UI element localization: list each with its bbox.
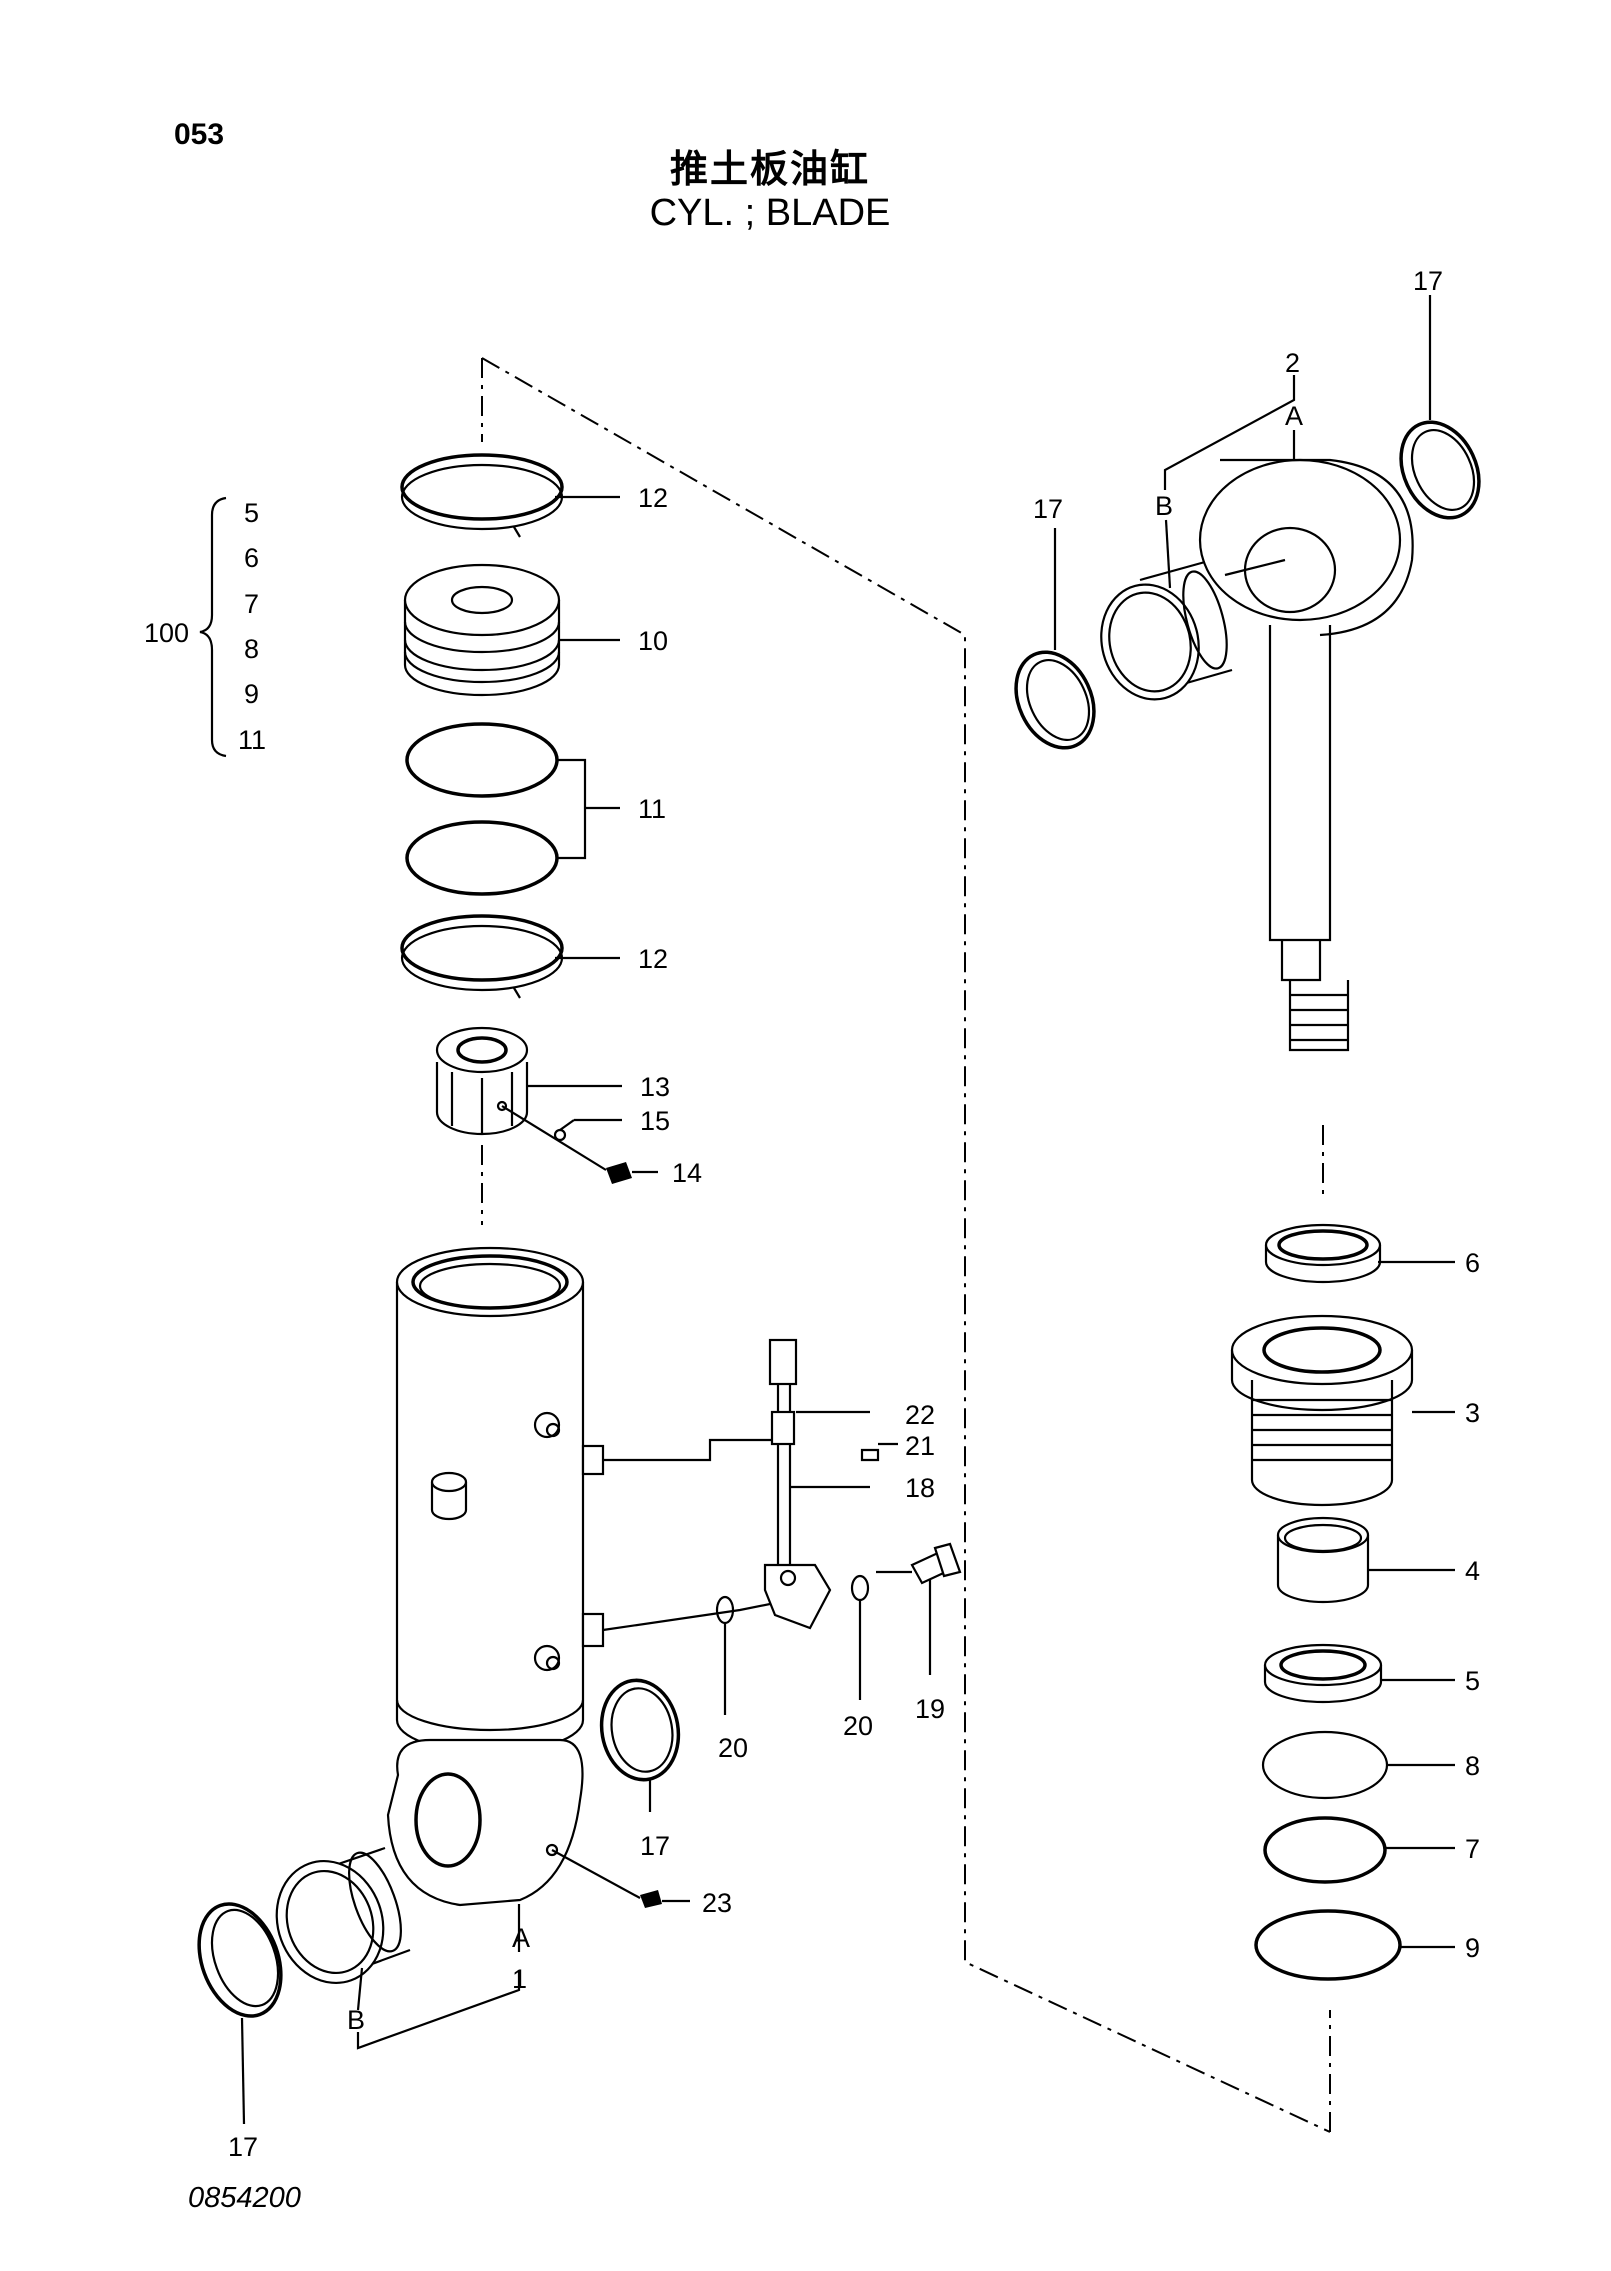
group-member-5: 5 <box>244 498 259 528</box>
wiper-17-lower-left <box>197 1902 283 2018</box>
callout-12-top: 12 <box>638 483 668 513</box>
callout-labels: 12 10 11 12 13 15 14 22 21 18 19 20 20 1… <box>228 266 1480 2162</box>
callout-b-upper: B <box>1155 491 1173 521</box>
callout-22: 22 <box>905 1400 935 1430</box>
piston-10 <box>403 563 561 697</box>
tube-18 <box>602 1338 880 1632</box>
lock-nut-13 <box>435 1026 529 1136</box>
page-number: 053 <box>174 118 225 151</box>
callout-b-lower: B <box>347 2005 365 2035</box>
callout-18: 18 <box>905 1473 935 1503</box>
callout-2: 2 <box>1285 348 1300 378</box>
wiper-17-lower-mid <box>599 1678 681 1782</box>
title-chinese: 推土板油缸 <box>669 149 870 191</box>
callout-23: 23 <box>702 1888 732 1918</box>
callout-11: 11 <box>638 794 666 824</box>
callout-17-lower-left: 17 <box>228 2132 258 2162</box>
group-bracket-100: 100 5 6 7 8 9 11 <box>144 496 266 758</box>
leader-lines <box>240 295 1455 2125</box>
callout-15: 15 <box>640 1106 670 1136</box>
callout-6: 6 <box>1465 1248 1480 1278</box>
dust-seal-6 <box>1264 1223 1382 1284</box>
o-ring-7 <box>1263 1816 1387 1884</box>
callout-4: 4 <box>1465 1556 1480 1586</box>
wear-ring-12-bottom <box>400 914 564 999</box>
group-member-8: 8 <box>244 634 259 664</box>
group-member-9: 9 <box>244 679 259 709</box>
assembly-boundary <box>481 357 1331 2133</box>
callout-8: 8 <box>1465 1751 1480 1781</box>
wiper-17-upper-left <box>1014 650 1096 750</box>
callout-20-left: 20 <box>718 1733 748 1763</box>
callout-a-upper: A <box>1285 401 1303 431</box>
callout-a-lower: A <box>512 1923 530 1953</box>
callout-5: 5 <box>1465 1666 1480 1696</box>
group-member-11: 11 <box>238 725 266 755</box>
callout-10: 10 <box>638 626 668 656</box>
callout-7: 7 <box>1465 1834 1480 1864</box>
callout-17-upper-right: 17 <box>1413 266 1443 296</box>
wiper-17-upper-right <box>1399 420 1481 520</box>
bushing-4 <box>1276 1516 1370 1604</box>
rod-seal-5 <box>1263 1643 1383 1704</box>
callout-12-bottom: 12 <box>638 944 668 974</box>
group-label: 100 <box>144 618 189 648</box>
wear-ring-12-top <box>400 453 564 538</box>
backup-ring-8 <box>1261 1730 1389 1800</box>
bushing-b-lower <box>275 1846 411 1985</box>
callout-3: 3 <box>1465 1398 1480 1428</box>
rod-cover-3 <box>1230 1314 1414 1507</box>
grease-fitting-23 <box>551 1849 662 1908</box>
callout-14: 14 <box>672 1158 702 1188</box>
adapter-19 <box>876 1542 962 1585</box>
set-screw-14 <box>501 1105 632 1184</box>
callout-19: 19 <box>915 1694 945 1724</box>
bushing-b-upper <box>1100 560 1233 701</box>
callout-17-mid: 17 <box>640 1831 670 1861</box>
callout-9: 9 <box>1465 1933 1480 1963</box>
callout-17-upper-left: 17 <box>1033 494 1063 524</box>
callout-13: 13 <box>640 1072 670 1102</box>
o-ring-9 <box>1254 1909 1402 1981</box>
o-rings-11 <box>405 722 559 896</box>
callout-21: 21 <box>905 1431 935 1461</box>
callout-1: 1 <box>512 1964 527 1994</box>
title-english: CYL. ; BLADE <box>649 192 891 234</box>
group-member-7: 7 <box>244 589 259 619</box>
cylinder-tube-1 <box>386 1246 605 1907</box>
drawing-number: 0854200 <box>188 2182 301 2214</box>
group-member-6: 6 <box>244 543 259 573</box>
callout-20-right: 20 <box>843 1711 873 1741</box>
piston-rod-2 <box>1198 458 1414 1052</box>
